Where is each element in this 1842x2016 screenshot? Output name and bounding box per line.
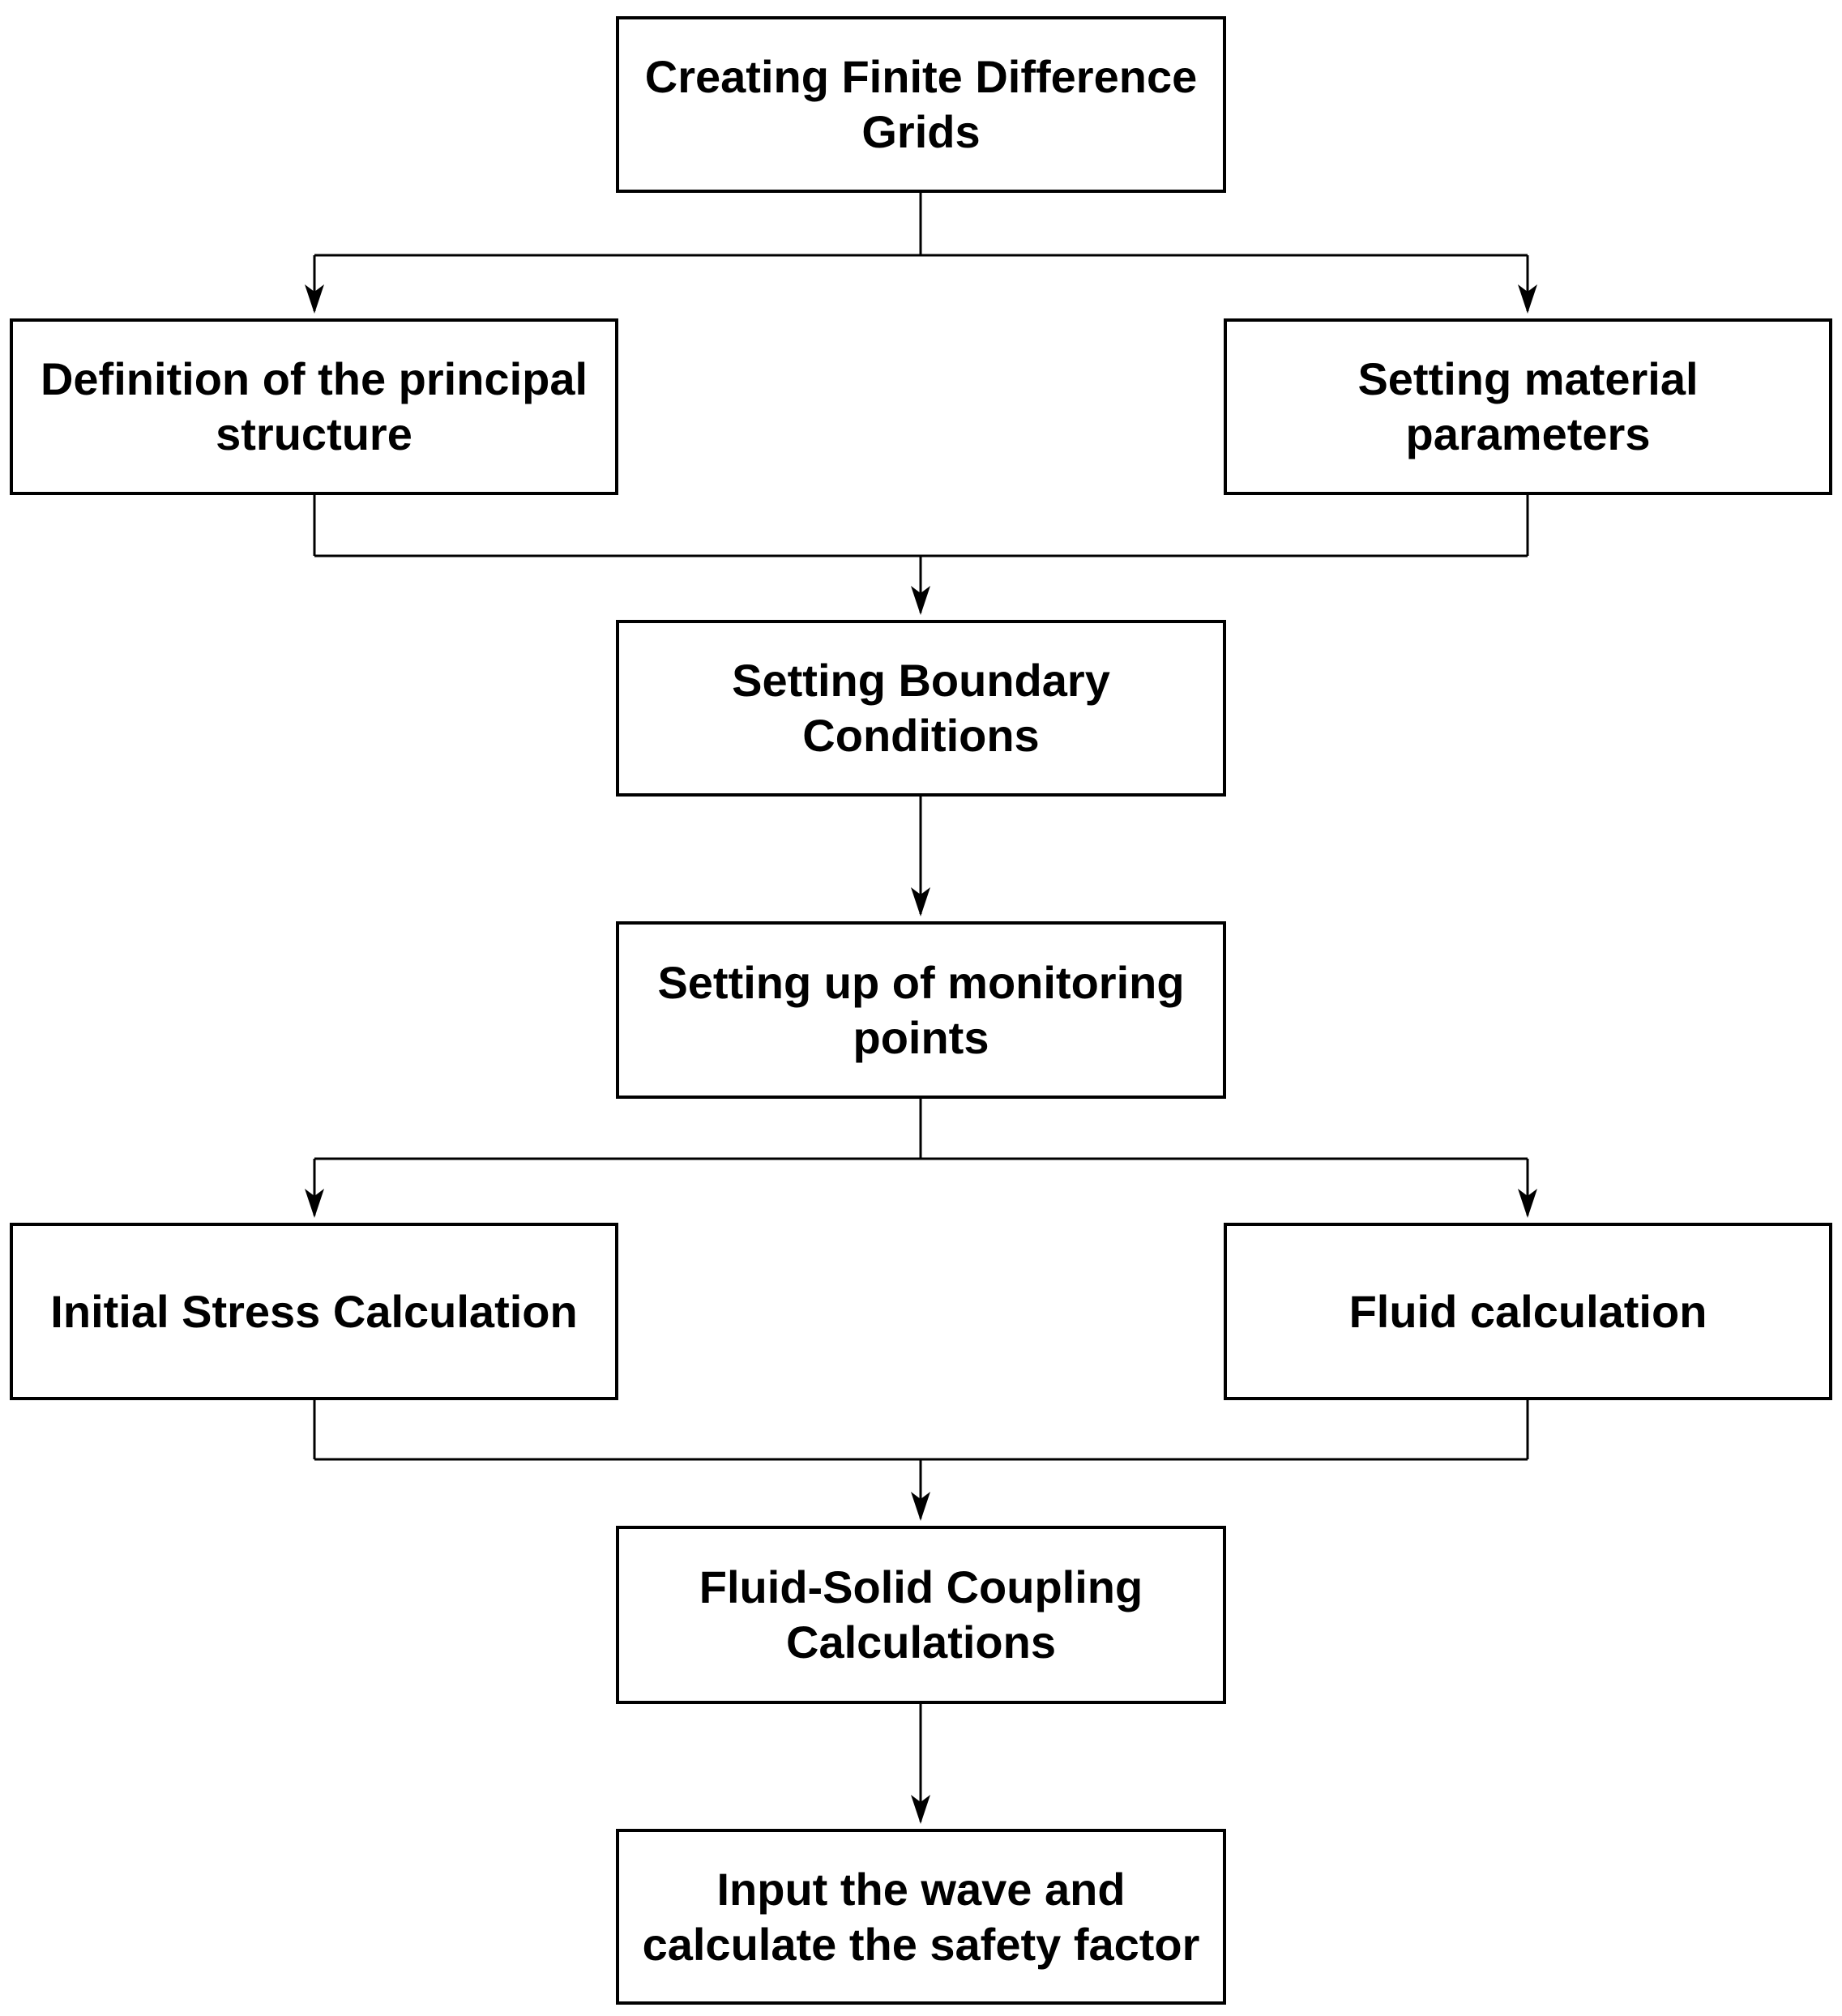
flow-node-initial-stress-calculation: Initial Stress Calculation: [10, 1223, 618, 1400]
flow-node-setting-boundary-conditions: Setting Boundary Conditions: [616, 620, 1226, 797]
flow-node-creating-finite-difference-grids: Creating Finite Difference Grids: [616, 16, 1226, 193]
flow-node-input-wave-and-safety-factor: Input the wave and calculate the safety …: [616, 1829, 1226, 2005]
flow-node-setting-up-of-monitoring-points: Setting up of monitoring points: [616, 921, 1226, 1099]
flow-node-setting-material-parameters: Setting material parameters: [1224, 318, 1832, 495]
flow-node-fluid-calculation: Fluid calculation: [1224, 1223, 1832, 1400]
flow-node-definition-of-the-principal-structure: Definition of the principal structure: [10, 318, 618, 495]
flow-node-fluid-solid-coupling-calculations: Fluid-Solid Coupling Calculations: [616, 1526, 1226, 1704]
